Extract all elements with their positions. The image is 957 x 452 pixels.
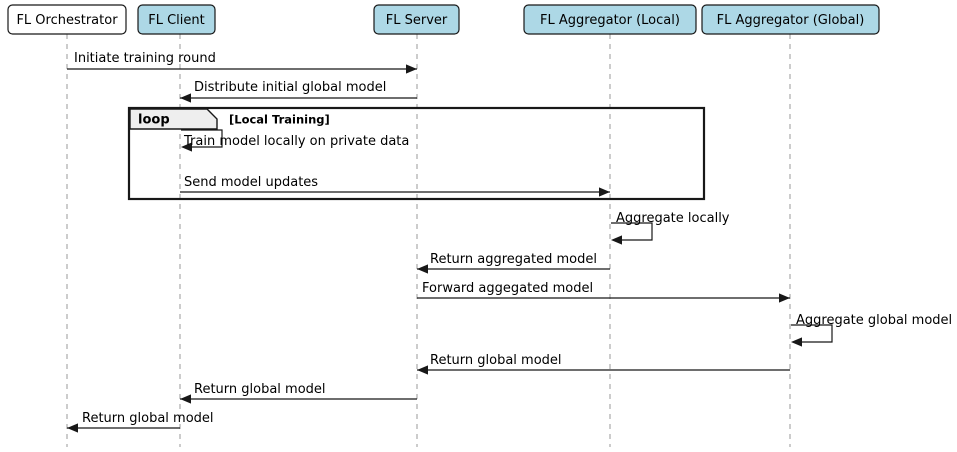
participant-label-agg_global: FL Aggregator (Global): [717, 13, 865, 28]
fragment-border: [127, 106, 706, 201]
arrow-head: [406, 64, 417, 74]
participant-label-client: FL Client: [148, 13, 205, 28]
message-m8[interactable]: Aggregate global model: [791, 313, 952, 347]
message-label: Return global model: [430, 353, 562, 368]
participant-layer: FL Orchestrator FL Client FL Server FL Aggr…: [7, 4, 880, 35]
participant-agg_global[interactable]: FL Aggregator (Global): [701, 4, 880, 35]
participant-box-server: [373, 4, 460, 35]
arrow-head: [779, 293, 790, 303]
participant-box-agg_local: [523, 4, 697, 35]
participant-label-server: FL Server: [386, 13, 448, 28]
fragment-layer: loop [Local Training]: [127, 106, 706, 201]
message-m3[interactable]: Train model locally on private data: [181, 129, 409, 152]
arrow-head: [417, 264, 428, 274]
participant-client[interactable]: FL Client: [137, 4, 216, 35]
arrow-head: [181, 142, 192, 152]
message-m6[interactable]: Return aggregated model: [417, 252, 610, 274]
message-m2[interactable]: Distribute initial global model: [180, 80, 417, 103]
lifeline-layer: [66, 34, 791, 447]
message-label: Aggregate locally: [616, 211, 730, 226]
self-message-path: [181, 129, 223, 148]
arrow-head: [67, 423, 78, 433]
arrow-head: [599, 187, 610, 197]
message-label: Train model locally on private data: [183, 134, 409, 149]
fragment-type-tab: [129, 108, 218, 130]
participant-box-agg_global: [701, 4, 880, 35]
message-m7[interactable]: Forward aggegated model: [417, 281, 790, 303]
participant-orchestrator[interactable]: FL Orchestrator: [7, 4, 127, 35]
participant-label-agg_local: FL Aggregator (Local): [540, 13, 680, 28]
message-m9[interactable]: Return global model: [417, 353, 790, 375]
message-m5[interactable]: Aggregate locally: [611, 211, 730, 245]
message-label: Return global model: [82, 411, 214, 426]
participant-agg_local[interactable]: FL Aggregator (Local): [523, 4, 697, 35]
fragment-guard-label: [Local Training]: [229, 113, 330, 127]
message-label: Send model updates: [184, 175, 318, 190]
participant-label-orchestrator: FL Orchestrator: [16, 13, 118, 28]
message-m1[interactable]: Initiate training round: [67, 51, 417, 74]
message-label: Distribute initial global model: [194, 80, 386, 95]
message-label: Return global model: [194, 382, 326, 397]
message-m4[interactable]: Send model updates: [180, 175, 610, 197]
fragment-type-label: loop: [138, 113, 170, 128]
arrow-head: [417, 365, 428, 375]
arrow-head: [180, 394, 191, 404]
participant-box-orchestrator: [7, 4, 127, 35]
participant-server[interactable]: FL Server: [373, 4, 460, 35]
arrow-head: [791, 337, 802, 347]
message-label: Return aggregated model: [430, 252, 597, 267]
message-m11[interactable]: Return global model: [67, 411, 214, 433]
fragment-loop-local-training: loop [Local Training]: [127, 106, 706, 201]
message-m10[interactable]: Return global model: [180, 382, 417, 404]
self-message-path: [611, 222, 653, 241]
arrow-head: [180, 93, 191, 103]
participant-box-client: [137, 4, 216, 35]
message-label: Aggregate global model: [796, 313, 952, 328]
message-label: Initiate training round: [74, 51, 216, 66]
arrow-head: [611, 235, 622, 245]
self-message-path: [791, 324, 833, 343]
message-label: Forward aggegated model: [422, 281, 593, 296]
